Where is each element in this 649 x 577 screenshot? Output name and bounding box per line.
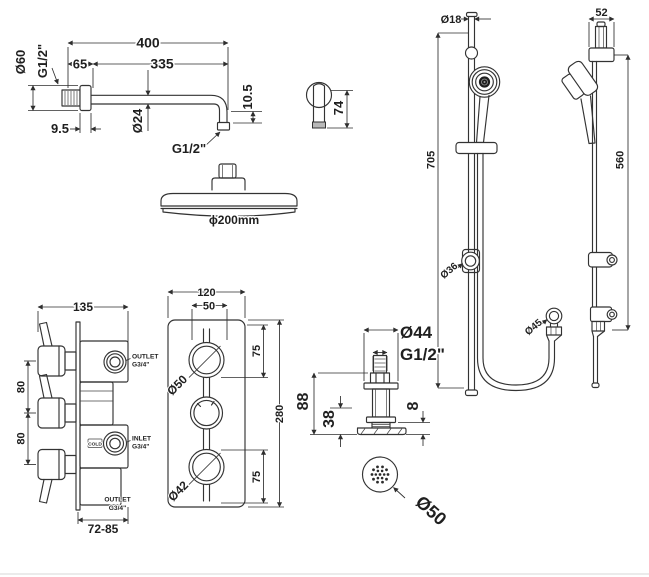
valve-side-view: 135 COLD: [15, 299, 160, 538]
rail-bottom-cap: [464, 389, 479, 397]
jet-washers: [371, 421, 391, 429]
rail-side-top-bracket: [588, 47, 615, 63]
dim-upper-offset: 75: [251, 345, 263, 357]
rail-top-cap: [465, 11, 478, 18]
handset-handle-front: [475, 94, 490, 144]
dim-jet-face-diameter: Ø50: [412, 492, 451, 530]
elbow-end-cap: [312, 121, 326, 129]
cold-tag: [87, 438, 103, 448]
dim-plate-height: 280: [274, 405, 286, 423]
valve-handle-1: [37, 321, 77, 377]
body-jet-side-view: Ø44 G1/2" 88 38: [294, 322, 446, 447]
handset-handle-side: [580, 95, 596, 145]
hose-outer: [476, 152, 556, 392]
dim-arm-diameter: Ø24: [130, 108, 145, 133]
dim-arm-wall-section: 65: [73, 57, 87, 72]
jet-backplate: [365, 416, 397, 424]
jet-faceplate-side: [356, 427, 407, 436]
label-outlet-bottom: OUTLET: [104, 497, 130, 504]
jet-flange: [363, 382, 399, 390]
dim-arm-overall: 400: [136, 35, 160, 51]
jet-body: [371, 388, 391, 418]
valve-body-neck: [79, 381, 114, 426]
elbow-flange: [305, 81, 333, 109]
arm-tube-inner: [90, 103, 221, 124]
slide-rail-side-view: 52 560: [561, 6, 631, 389]
dim-lower-offset: 75: [251, 471, 263, 483]
dim-rail-height: 705: [426, 151, 438, 169]
dim-arm-section: 335: [150, 56, 174, 72]
dim-outlet-thread: G1/2": [172, 141, 206, 156]
valve-handle-3: [37, 448, 77, 504]
elbow-tube: [312, 83, 326, 123]
label-outlet-top: OUTLET: [132, 354, 158, 361]
arm-flange: [79, 84, 92, 112]
dim-valve-width: 135: [73, 300, 93, 314]
dim-elbow-diameter: Ø45: [523, 317, 545, 338]
rail-swivel-ring: [464, 46, 479, 60]
valve-plate-edge: [75, 321, 81, 511]
arm-end-fitting: [216, 121, 231, 131]
handset-head-side: [567, 60, 599, 96]
arm-tube-outer: [90, 94, 228, 124]
slide-rail-front-view: Ø18 705 Ø36 Ø: [425, 11, 563, 397]
valve-body-bottom: [79, 467, 122, 506]
dim-wall-thread: G1/2": [35, 44, 50, 78]
dim-elbow-height: 74: [331, 100, 346, 115]
hose-nut-side: [591, 320, 606, 332]
dim-jet-gap: 8: [405, 401, 422, 410]
dim-valve-depth: 72-85: [88, 522, 119, 536]
head-collar: [211, 177, 246, 191]
scan-artifact: [0, 573, 649, 575]
hose-wall-elbow: [545, 307, 563, 325]
head-body: [160, 192, 298, 207]
dim-pitch-lower: 80: [16, 432, 28, 444]
wall-elbow-side-knob: [606, 309, 618, 320]
dim-glide-diameter: Ø36: [439, 261, 461, 282]
jet-threaded-stem: [372, 354, 388, 374]
dim-jet-flange-diameter: Ø44: [400, 323, 433, 342]
rail-glide-knob: [461, 251, 480, 271]
label-inlet-size: G3/4": [132, 444, 149, 451]
shower-head-view: ϕ200mm: [160, 163, 298, 229]
dim-jet-thread: G1/2": [400, 345, 445, 364]
dim-head-diameter: ϕ200mm: [209, 213, 259, 227]
handset-holder-front: [455, 141, 498, 155]
dim-flange-diameter: Ø60: [13, 50, 28, 75]
dim-rail-span: 560: [615, 151, 627, 169]
holder-side-knob: [606, 254, 618, 266]
head-stem: [218, 163, 237, 179]
dim-plate-width: 120: [197, 287, 215, 299]
rail-side-stem: [594, 25, 608, 49]
shower-arm-view: 400 65 335 Ø60 G1/2" 9.5 Ø24: [12, 33, 262, 158]
valve-faceplate: [167, 319, 246, 508]
valve-handle-2: [37, 373, 77, 429]
dim-jet-height: 88: [295, 393, 312, 411]
dim-knob-bottom-diameter: Ø42: [165, 478, 191, 504]
dim-plate-spacing: 50: [203, 300, 215, 312]
hose-inner: [482, 152, 550, 386]
dim-flange-depth: 9.5: [51, 121, 69, 136]
dim-pitch-upper: 80: [16, 381, 28, 393]
label-outlet-top-size: G3/4": [132, 362, 149, 369]
rail-side-top-cap: [596, 21, 606, 28]
body-jet-front-view: Ø50: [361, 456, 452, 531]
hose-side-end: [591, 382, 600, 389]
label-inlet: INLET: [132, 436, 151, 443]
label-outlet-bottom-size: G3/4": [109, 505, 126, 512]
dim-bracket-width: 52: [595, 7, 607, 19]
hose-nut: [545, 326, 563, 336]
jet-nozzle-dots: [370, 465, 390, 484]
wall-elbow-view: 74: [305, 81, 353, 129]
dim-jet-depth: 38: [321, 410, 338, 428]
label-cold: COLD: [88, 441, 102, 447]
jet-locknut: [369, 372, 391, 384]
dim-arm-drop: 10.5: [240, 84, 255, 109]
valve-front-view: 120 50 Ø50 Ø42 75 280: [163, 286, 287, 508]
dim-rail-diameter: Ø18: [441, 14, 462, 26]
knob-stems: [202, 328, 211, 502]
knob-middle: [189, 396, 224, 430]
head-face: [162, 207, 296, 217]
